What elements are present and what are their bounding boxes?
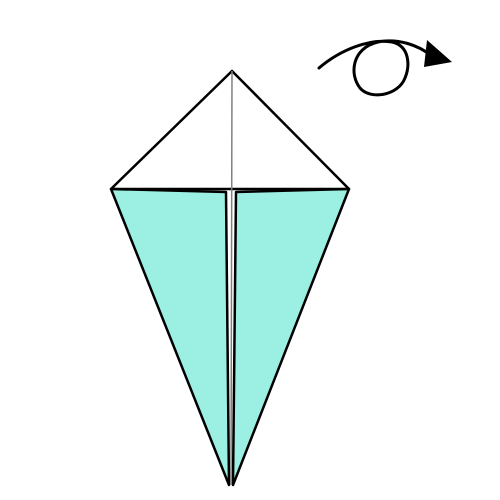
turn-over-icon	[317, 39, 452, 97]
turn-over-arrow-path	[317, 39, 434, 97]
kite-base	[109, 69, 351, 487]
top-flap	[109, 69, 351, 191]
right-flap	[231, 187, 351, 487]
turn-over-arrowhead	[424, 40, 452, 67]
left-flap	[109, 187, 231, 487]
center-crease	[230, 70, 233, 486]
